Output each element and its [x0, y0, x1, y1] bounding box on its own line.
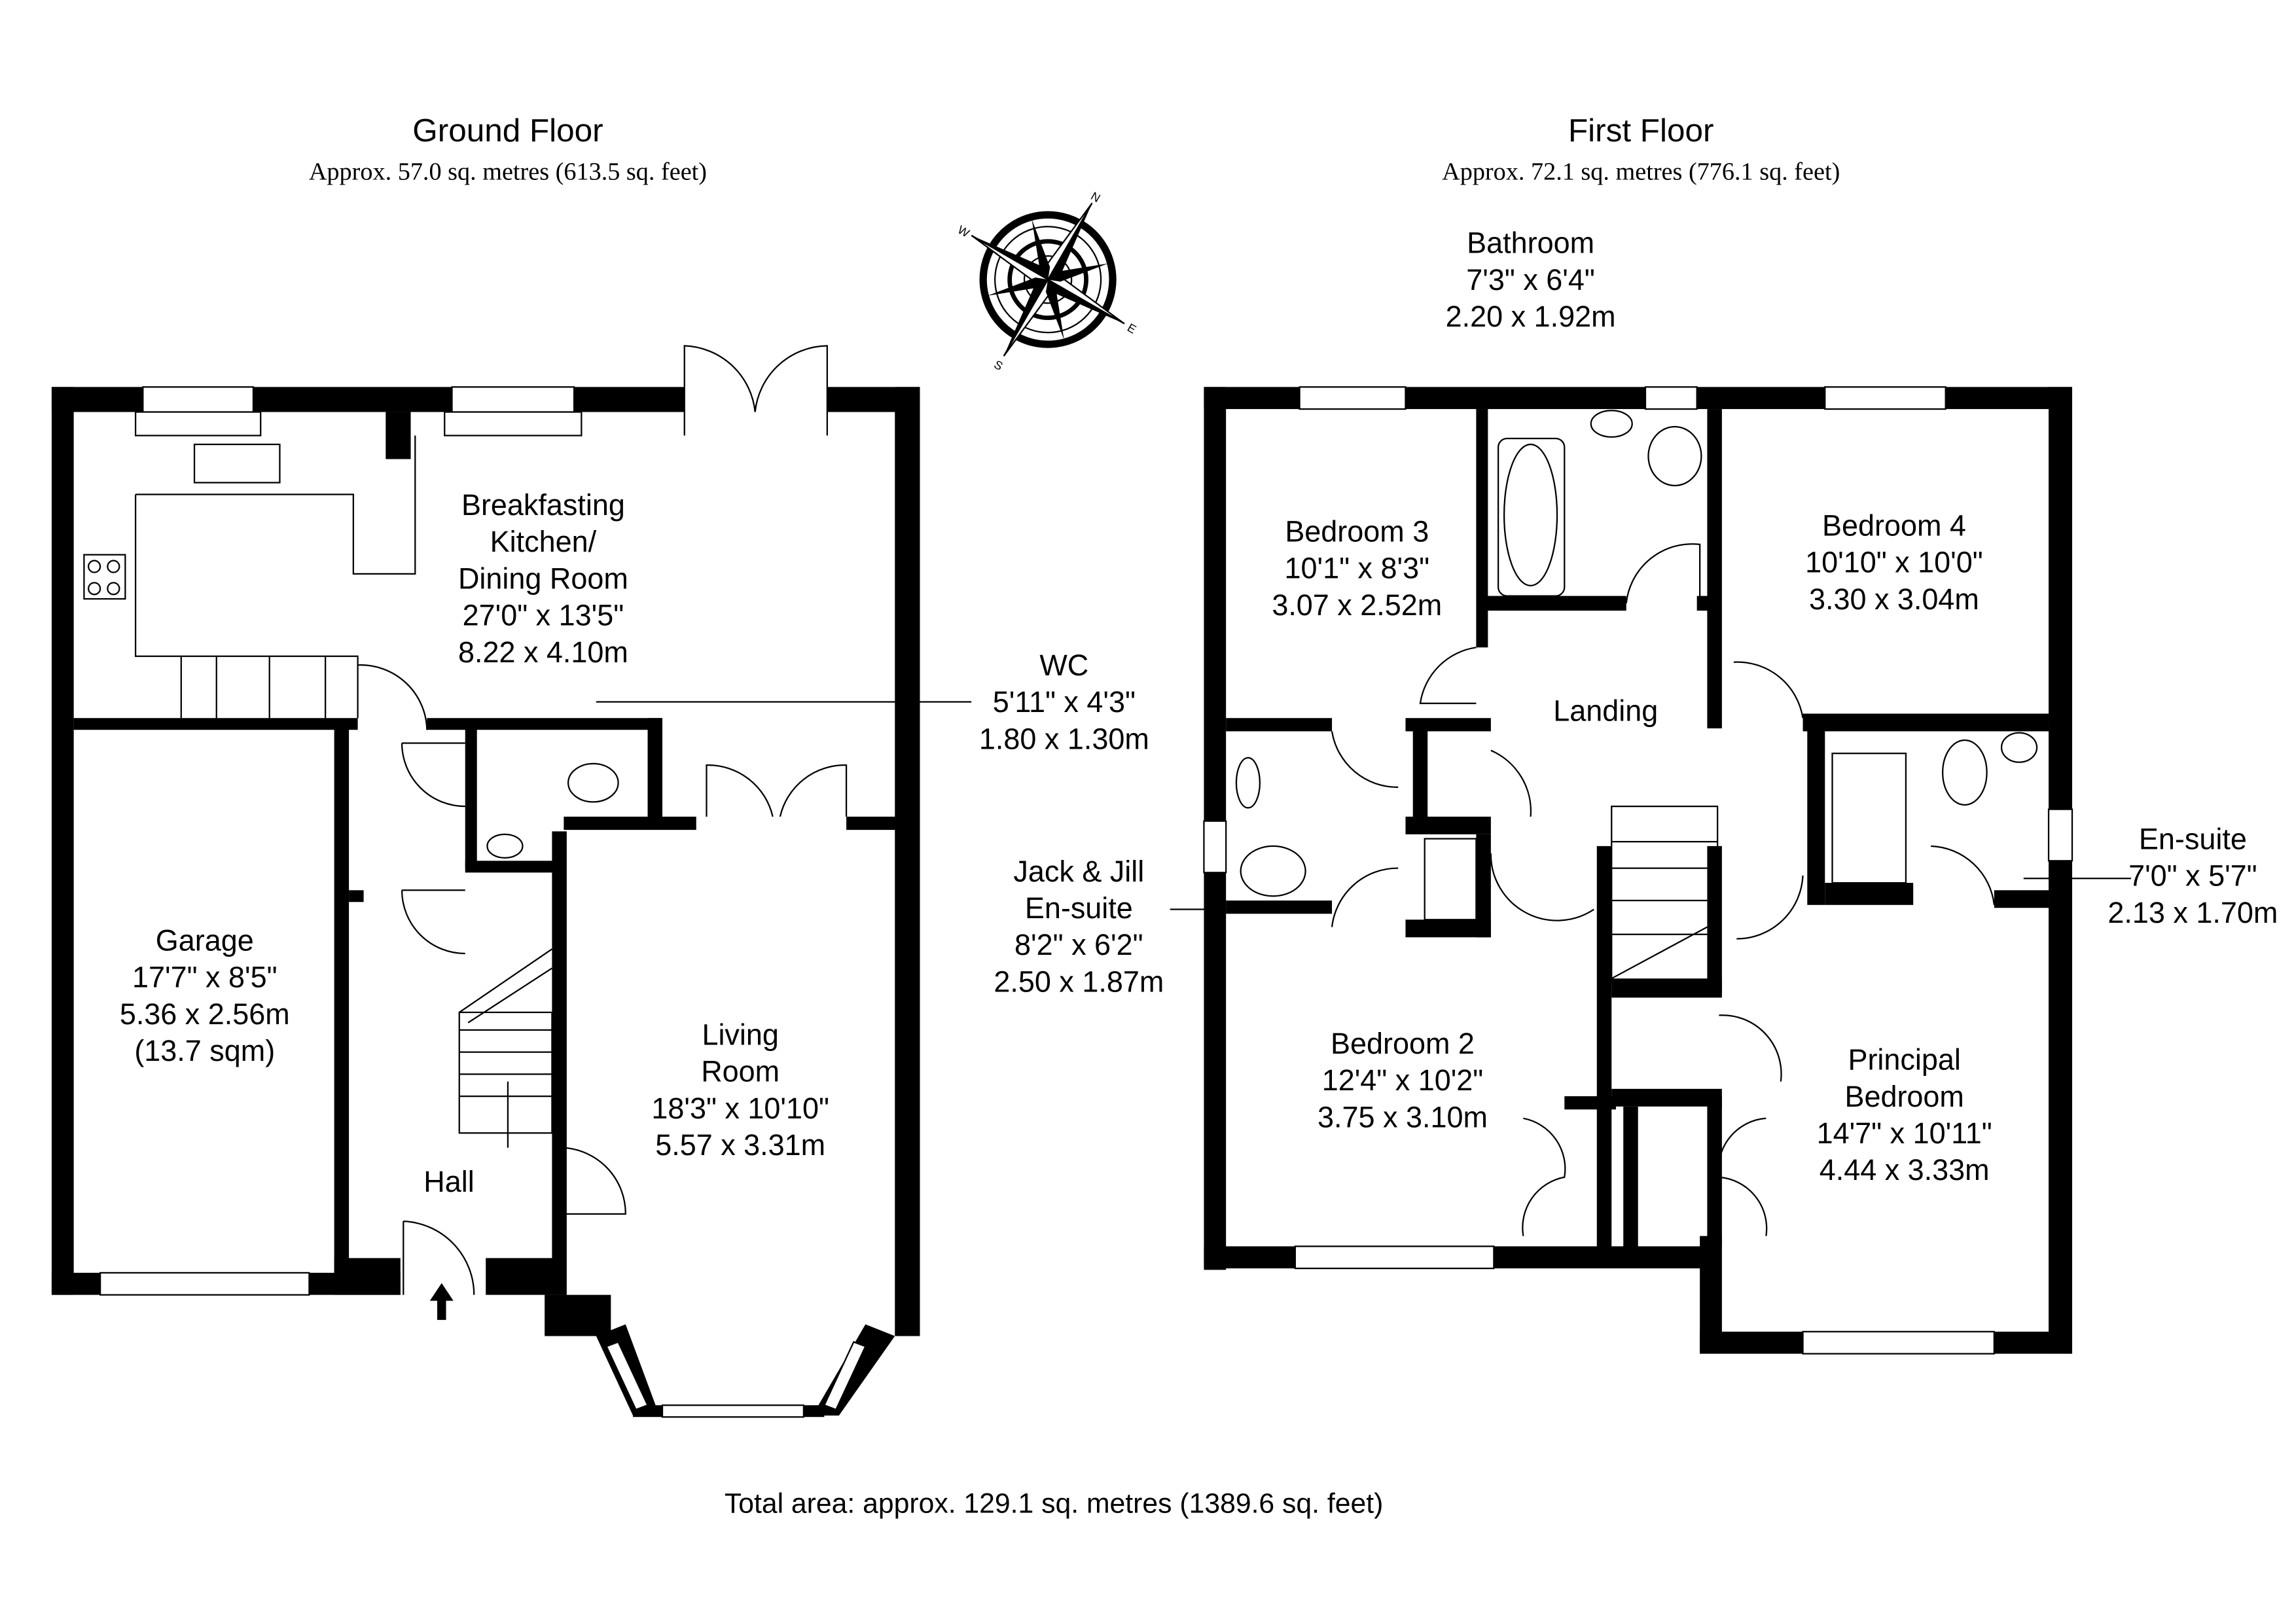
svg-text:En-suite: En-suite — [1025, 891, 1133, 925]
svg-text:Living: Living — [702, 1018, 778, 1051]
room-label-hall: Hall — [423, 1165, 474, 1198]
svg-text:Bedroom 3: Bedroom 3 — [1285, 514, 1429, 548]
svg-text:Hall: Hall — [423, 1165, 474, 1198]
room-label-bedroom-2: Bedroom 2 12'4" x 10'2" 3.75 x 3.10m — [1318, 1027, 1488, 1133]
room-label-principal-bedroom: Principal Bedroom 14'7" x 10'11" 4.44 x … — [1817, 1043, 1992, 1187]
svg-text:Breakfasting: Breakfasting — [461, 488, 625, 522]
ground-floor-title: Ground Floor — [412, 113, 603, 149]
svg-text:3.75 x 3.10m: 3.75 x 3.10m — [1318, 1100, 1488, 1133]
svg-text:2.13 x 1.70m: 2.13 x 1.70m — [2108, 896, 2278, 929]
sink-icon — [193, 443, 281, 484]
bath-icon — [1497, 437, 1566, 597]
svg-text:3.07 x 2.52m: 3.07 x 2.52m — [1272, 588, 1442, 622]
compass-rose-icon: N E S W — [956, 189, 1139, 373]
svg-text:WC: WC — [1039, 649, 1088, 682]
room-label-ensuite: En-suite 7'0" x 5'7" 2.13 x 1.70m — [2108, 822, 2278, 929]
compass-w: W — [956, 223, 972, 240]
ensuite-toilet-icon — [1240, 845, 1306, 897]
svg-text:5'11" x 4'3": 5'11" x 4'3" — [993, 685, 1136, 719]
svg-text:8.22 x 4.10m: 8.22 x 4.10m — [458, 635, 628, 669]
room-label-landing: Landing — [1553, 694, 1658, 728]
room-label-kitchen: Breakfasting Kitchen/ Dining Room 27'0" … — [458, 488, 628, 669]
svg-text:18'3" x 10'10": 18'3" x 10'10" — [651, 1092, 829, 1125]
bathroom-basin-icon — [1590, 410, 1633, 438]
svg-text:7'3" x 6'4": 7'3" x 6'4" — [1466, 263, 1595, 296]
room-label-garage: Garage 17'7" x 8'5" 5.36 x 2.56m (13.7 s… — [120, 923, 290, 1067]
ground-floor-area: Approx. 57.0 sq. metres (613.5 sq. feet) — [309, 158, 707, 185]
svg-text:Bedroom: Bedroom — [1844, 1080, 1964, 1113]
svg-text:17'7" x 8'5": 17'7" x 8'5" — [132, 961, 278, 994]
svg-text:2.50 x 1.87m: 2.50 x 1.87m — [994, 965, 1164, 998]
room-label-wc: WC 5'11" x 4'3" 1.80 x 1.30m — [979, 649, 1149, 755]
room-label-bathroom: Bathroom 7'3" x 6'4" 2.20 x 1.92m — [1446, 226, 1616, 333]
shower-icon — [1424, 838, 1477, 921]
room-label-bedroom-3: Bedroom 3 10'1" x 8'3" 3.07 x 2.52m — [1272, 514, 1442, 621]
svg-text:Principal: Principal — [1848, 1043, 1960, 1077]
svg-text:3.30 x 3.04m: 3.30 x 3.04m — [1809, 582, 1979, 616]
svg-text:2.20 x 1.92m: 2.20 x 1.92m — [1446, 300, 1616, 333]
svg-text:8'2" x 6'2": 8'2" x 6'2" — [1014, 928, 1143, 961]
compass-s: S — [992, 358, 1005, 373]
room-label-living-room: Living Room 18'3" x 10'10" 5.57 x 3.31m — [651, 1018, 829, 1162]
compass-n: N — [1088, 189, 1102, 205]
total-area: Total area: approx. 129.1 sq. metres (13… — [725, 1488, 1383, 1519]
first-floor-title: First Floor — [1568, 113, 1714, 149]
svg-text:Dining Room: Dining Room — [458, 562, 628, 595]
svg-text:Kitchen/: Kitchen/ — [490, 525, 597, 558]
svg-text:10'1" x 8'3": 10'1" x 8'3" — [1285, 552, 1430, 585]
first-floor-fittings — [1235, 410, 2038, 921]
svg-text:En-suite: En-suite — [2139, 822, 2247, 855]
svg-text:5.57 x 3.31m: 5.57 x 3.31m — [655, 1128, 825, 1162]
wc-toilet-icon — [567, 762, 619, 803]
svg-text:Bedroom 4: Bedroom 4 — [1822, 508, 1966, 542]
svg-text:10'10" x 10'0": 10'10" x 10'0" — [1805, 546, 1983, 579]
doors-first — [1331, 543, 1995, 1236]
svg-text:(13.7 sqm): (13.7 sqm) — [134, 1034, 275, 1067]
svg-text:5.36 x 2.56m: 5.36 x 2.56m — [120, 997, 290, 1031]
svg-text:4.44 x 3.33m: 4.44 x 3.33m — [1820, 1153, 1990, 1186]
bathroom-toilet-icon — [1647, 425, 1702, 487]
entrance-arrow-icon — [429, 1283, 454, 1320]
principal-ensuite-basin-icon — [2000, 732, 2038, 763]
first-stairs — [1611, 806, 1719, 984]
hob-icon — [83, 554, 126, 600]
first-floor-area: Approx. 72.1 sq. metres (776.1 sq. feet) — [1442, 158, 1840, 185]
principal-ensuite-toilet-icon — [1942, 739, 1988, 806]
ground-floor-windows — [99, 386, 867, 1418]
svg-text:12'4" x 10'2": 12'4" x 10'2" — [1322, 1063, 1484, 1097]
ensuite-basin-icon — [1235, 757, 1261, 809]
svg-text:14'7" x 10'11": 14'7" x 10'11" — [1817, 1116, 1992, 1150]
svg-text:Bedroom 2: Bedroom 2 — [1331, 1027, 1475, 1060]
svg-text:Room: Room — [701, 1055, 780, 1088]
svg-text:27'0" x 13'5": 27'0" x 13'5" — [463, 599, 624, 632]
room-label-bedroom-4: Bedroom 4 10'10" x 10'0" 3.30 x 3.04m — [1805, 508, 1983, 615]
svg-text:Jack & Jill: Jack & Jill — [1013, 855, 1144, 888]
wc-basin-icon — [486, 833, 524, 859]
svg-text:Landing: Landing — [1553, 694, 1658, 728]
svg-text:1.80 x 1.30m: 1.80 x 1.30m — [979, 722, 1149, 755]
ensuite-shower-icon — [1831, 753, 1907, 884]
first-floor-windows — [1203, 386, 2073, 1355]
ground-stairs — [458, 948, 553, 1148]
kitchen-fittings — [83, 435, 416, 719]
svg-text:7'0" x 5'7": 7'0" x 5'7" — [2128, 859, 2257, 893]
ground-floor-walls — [51, 387, 920, 1418]
room-label-jack-jill-ensuite: Jack & Jill En-suite 8'2" x 6'2" 2.50 x … — [994, 855, 1164, 999]
doors-ground — [357, 345, 848, 1320]
compass-e: E — [1125, 321, 1138, 336]
svg-text:Garage: Garage — [156, 923, 254, 957]
svg-text:Bathroom: Bathroom — [1467, 226, 1594, 260]
